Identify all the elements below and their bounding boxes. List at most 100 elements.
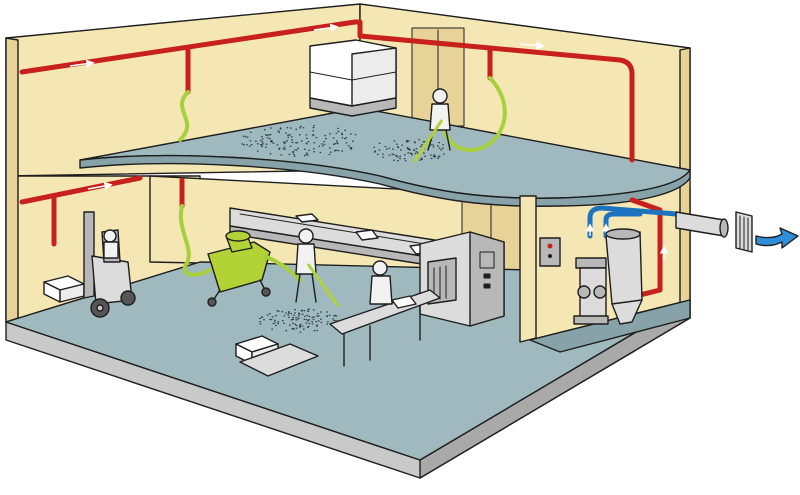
dust-speck [292,327,295,330]
dust-speck [349,147,352,149]
dust-speck [377,153,379,156]
dust-speck [313,330,316,332]
dust-speck [329,147,331,149]
dust-speck [393,159,395,161]
dust-speck [307,310,310,312]
dust-speck [294,309,296,311]
dust-speck [335,149,338,151]
dust-speck [287,136,290,138]
dust-speck [403,158,406,160]
dust-speck [384,146,387,148]
dust-speck [288,311,290,313]
dust-speck [292,322,294,324]
dust-speck [397,146,400,149]
dust-speck [305,322,308,324]
dust-speck [414,142,416,144]
dust-speck [249,140,252,142]
dust-speck [306,152,308,154]
dust-speck [263,319,265,321]
dust-speck [296,142,299,144]
dust-speck [391,153,394,155]
dust-speck [269,153,272,155]
dust-speck [292,317,294,319]
dust-speck [263,129,266,131]
dust-speck [301,313,304,315]
dust-speck [294,312,296,314]
dust-speck [415,148,418,150]
dust-pile-lower [259,308,341,333]
dust-speck [326,315,328,317]
dust-speck [409,149,411,151]
dust-speck [299,134,301,136]
dust-speck [418,139,420,141]
dust-speck [312,127,315,129]
dust-speck [348,145,350,147]
dust-speck [261,135,263,138]
exhaust-arrow-icon [755,227,799,249]
dust-speck [304,148,306,150]
pallet-lower [235,335,319,377]
dust-speck [293,153,295,156]
dust-speck [292,151,294,153]
dust-speck [290,313,292,315]
dust-speck [295,128,297,130]
dust-speck [404,160,407,162]
dust-speck [408,148,410,150]
dust-speck [299,127,301,129]
dust-speck [292,318,295,320]
dust-speck [303,328,305,330]
dust-speck [290,127,292,129]
dust-speck [308,323,311,325]
dust-speck [312,134,314,136]
dust-speck [410,152,412,154]
dust-speck [432,146,435,148]
dust-speck [306,326,309,328]
dust-speck [269,138,271,140]
dust-speck [316,315,319,317]
dust-speck [289,134,291,136]
dust-speck [312,134,315,137]
dust-speck [243,144,245,146]
dust-speck [246,144,248,146]
dust-speck [283,322,285,324]
dust-speck [430,144,432,146]
dust-speck [333,319,335,322]
dust-speck [316,313,319,315]
dust-speck [278,147,281,149]
dust-speck [399,158,401,160]
dust-speck [407,149,410,151]
dust-speck [287,314,289,316]
dust-speck [320,143,323,145]
dust-speck [316,325,318,327]
dust-speck [298,313,301,315]
dust-speck [341,137,344,139]
dust-speck [419,145,422,148]
dust-speck [317,320,320,322]
dust-speck [335,315,338,317]
dust-pile-upper [241,125,445,162]
dust-speck [406,139,408,142]
dust-speck [442,144,444,146]
dust-speck [334,143,337,145]
dust-speck [282,148,285,150]
dust-speck [295,324,298,327]
vent-icon [735,211,753,253]
dust-speck [295,327,298,329]
dust-speck [407,152,409,154]
dust-speck [417,152,419,154]
dust-speck [241,143,244,145]
dust-speck [430,154,432,156]
dust-speck [274,319,276,321]
dust-speck [345,137,348,139]
dust-speck [305,319,308,321]
dust-speck [282,320,284,322]
dust-speck [432,144,434,146]
dust-speck [326,323,328,325]
dust-speck [344,129,346,131]
dust-speck [400,149,402,151]
dust-speck [442,147,444,149]
dust-speck [313,316,315,318]
dust-speck [345,142,348,144]
dust-speck [270,319,273,321]
dust-speck [322,145,324,147]
